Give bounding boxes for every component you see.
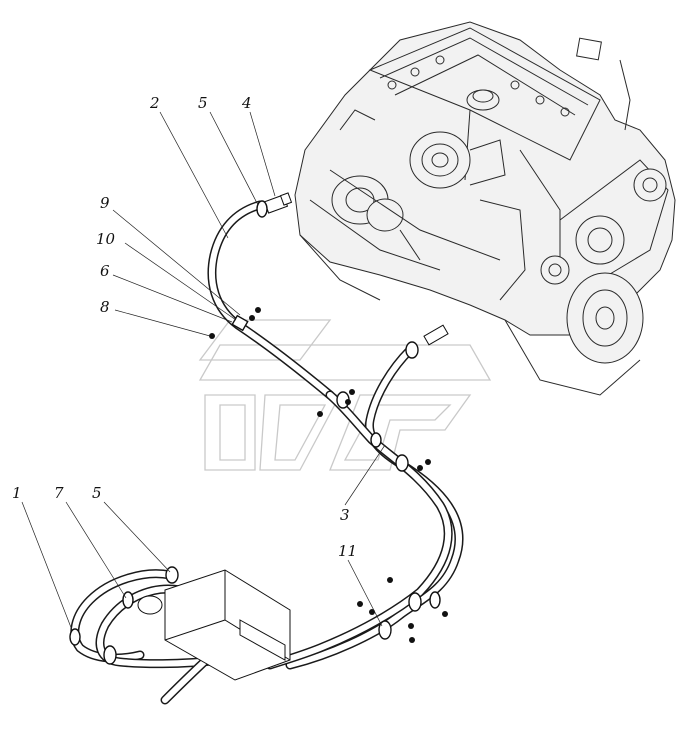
callout-7: 7 <box>54 484 64 502</box>
callout-11: 11 <box>338 542 357 560</box>
clamp-5-top <box>256 200 268 218</box>
fitting-right <box>405 324 449 359</box>
starter-motor <box>331 175 404 232</box>
engine-illustration <box>294 21 676 396</box>
callout-labels: 2 5 4 9 10 6 8 3 11 1 7 5 <box>12 94 357 560</box>
callout-8: 8 <box>100 298 110 316</box>
heater-unit <box>137 569 291 681</box>
fasteners <box>209 307 448 643</box>
callout-5-top: 5 <box>198 94 208 112</box>
hose-2 <box>207 200 335 400</box>
leader-lines <box>21 111 386 631</box>
callout-10: 10 <box>96 230 116 248</box>
callout-2: 2 <box>149 94 160 112</box>
callout-3: 3 <box>340 506 350 524</box>
callout-5-bottom: 5 <box>92 484 102 502</box>
fitting-4 <box>263 192 293 214</box>
clamp-1 <box>69 628 117 665</box>
belt-drive <box>540 159 669 285</box>
oil-cap <box>466 89 500 111</box>
callout-6: 6 <box>100 262 110 280</box>
clamp-11 <box>378 591 441 640</box>
crankshaft-pulley <box>566 272 644 364</box>
manufacturer-logo-watermark <box>198 319 492 471</box>
callout-9: 9 <box>100 194 110 212</box>
clamp-7 <box>122 591 134 609</box>
turbocharger <box>409 131 506 189</box>
callout-1: 1 <box>12 484 22 502</box>
callout-4: 4 <box>241 94 252 112</box>
cover-bolts <box>387 55 570 117</box>
clamp-mid <box>336 391 409 472</box>
clamp-6 <box>231 314 249 332</box>
